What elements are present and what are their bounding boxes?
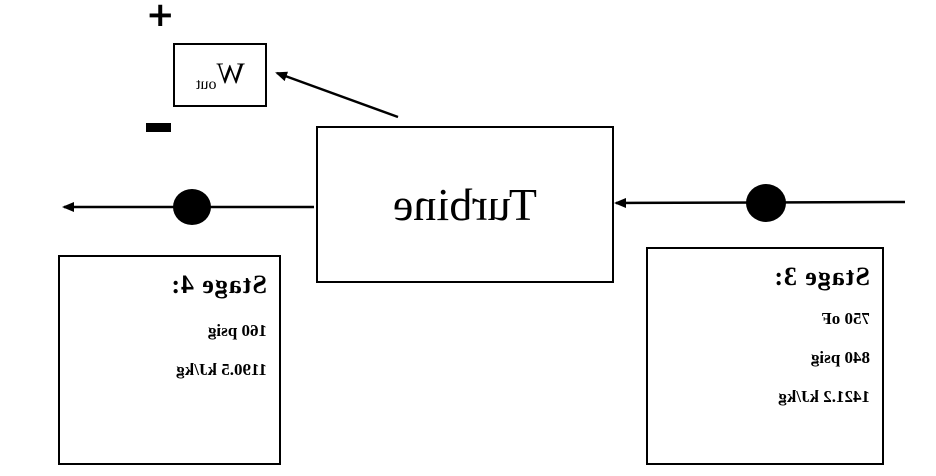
- work-subscript: out: [195, 75, 217, 93]
- stage4-enthalpy: 1190.5 kJ/kg: [176, 360, 267, 379]
- stage4-pressure: 160 psig: [207, 321, 267, 340]
- work-output-box: Wout: [173, 43, 267, 107]
- stage4-title: Stage 4:: [170, 270, 267, 299]
- work-output-label: Wout: [196, 57, 245, 94]
- plus-sign: +: [146, 0, 175, 35]
- turbine-box: Turbine: [316, 126, 614, 283]
- work-output-arrow: [275, 71, 399, 119]
- stage3-content: Stage 3: 750 oF 840 psig 1421.2 kJ/kg: [648, 249, 882, 407]
- stage3-state-point: [746, 184, 786, 222]
- stage3-pressure: 840 psig: [810, 348, 870, 367]
- turbine-label: Turbine: [393, 179, 537, 230]
- stage4-state-point: [173, 189, 211, 225]
- stage3-box: Stage 3: 750 oF 840 psig 1421.2 kJ/kg: [646, 247, 884, 465]
- stage3-temperature: 750 oF: [821, 309, 870, 328]
- stage3-enthalpy: 1421.2 kJ/kg: [778, 387, 870, 406]
- work-symbol: W: [216, 56, 245, 90]
- stage4-content: Stage 4: 160 psig 1190.5 kJ/kg: [60, 257, 279, 380]
- stage3-title: Stage 3:: [773, 262, 870, 291]
- stage4-box: Stage 4: 160 psig 1190.5 kJ/kg: [58, 255, 281, 465]
- minus-sign: [146, 123, 171, 132]
